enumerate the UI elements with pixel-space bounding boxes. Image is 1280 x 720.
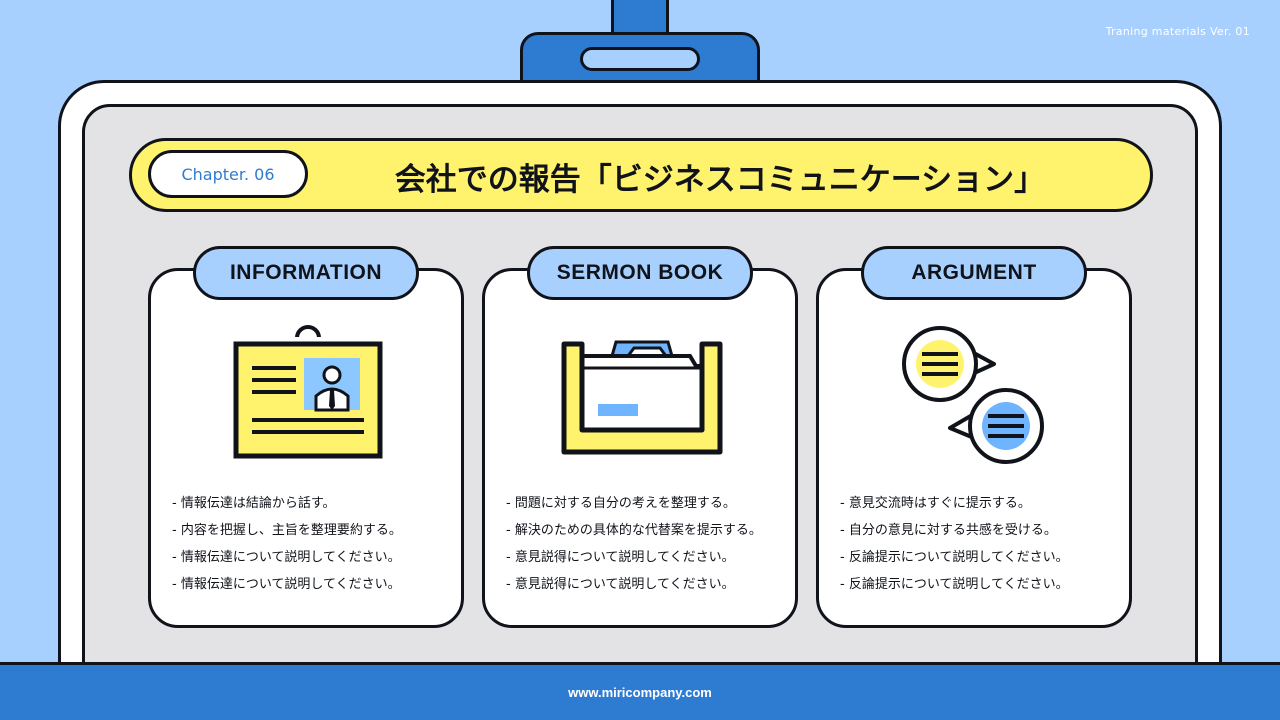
tab-argument: ARGUMENT [861, 246, 1087, 300]
panel-sermon-book-list: - 問題に対する自分の考えを整理する。 - 解決のための具体的な代替案を提示する… [506, 490, 762, 598]
list-item: - 反論提示について説明してください。 [840, 577, 1069, 592]
footer-bar: www.miricompany.com [0, 662, 1280, 720]
chapter-badge: Chapter. 06 [148, 150, 308, 198]
list-item: - 情報伝達について説明してください。 [172, 550, 401, 565]
footer-url[interactable]: www.miricompany.com [568, 685, 712, 700]
page-title: 会社での報告「ビジネスコミュニケーション」 [394, 161, 1046, 198]
list-item: - 意見説得について説明してください。 [506, 550, 735, 565]
panel-information-list: - 情報伝達は結論から話す。 - 内容を把握し、主旨を整理要約する。 - 情報伝… [172, 490, 402, 598]
list-item: - 情報伝達は結論から話す。 [172, 496, 336, 511]
list-item: - 問題に対する自分の考えを整理する。 [506, 496, 736, 511]
panel-argument-list: - 意見交流時はすぐに提示する。 - 自分の意見に対する共感を受ける。 - 反論… [840, 490, 1069, 598]
id-card-icon [233, 325, 383, 459]
list-item: - 反論提示について説明してください。 [840, 550, 1069, 565]
list-item: - 意見説得について説明してください。 [506, 577, 735, 592]
list-item: - 意見交流時はすぐに提示する。 [840, 496, 1031, 511]
list-item: - 内容を把握し、主旨を整理要約する。 [172, 523, 402, 538]
list-item: - 解決のための具体的な代替案を提示する。 [506, 523, 762, 538]
tab-information: INFORMATION [193, 246, 419, 300]
version-label: Traning materials Ver. 01 [1105, 25, 1250, 38]
list-item: - 情報伝達について説明してください。 [172, 577, 401, 592]
badge-clip-slot [580, 47, 700, 71]
file-drawer-icon [561, 340, 723, 455]
tab-sermon-book: SERMON BOOK [527, 246, 753, 300]
panel-argument [816, 268, 1132, 628]
chat-bubbles-icon [902, 326, 1044, 464]
list-item: - 自分の意見に対する共感を受ける。 [840, 523, 1057, 538]
